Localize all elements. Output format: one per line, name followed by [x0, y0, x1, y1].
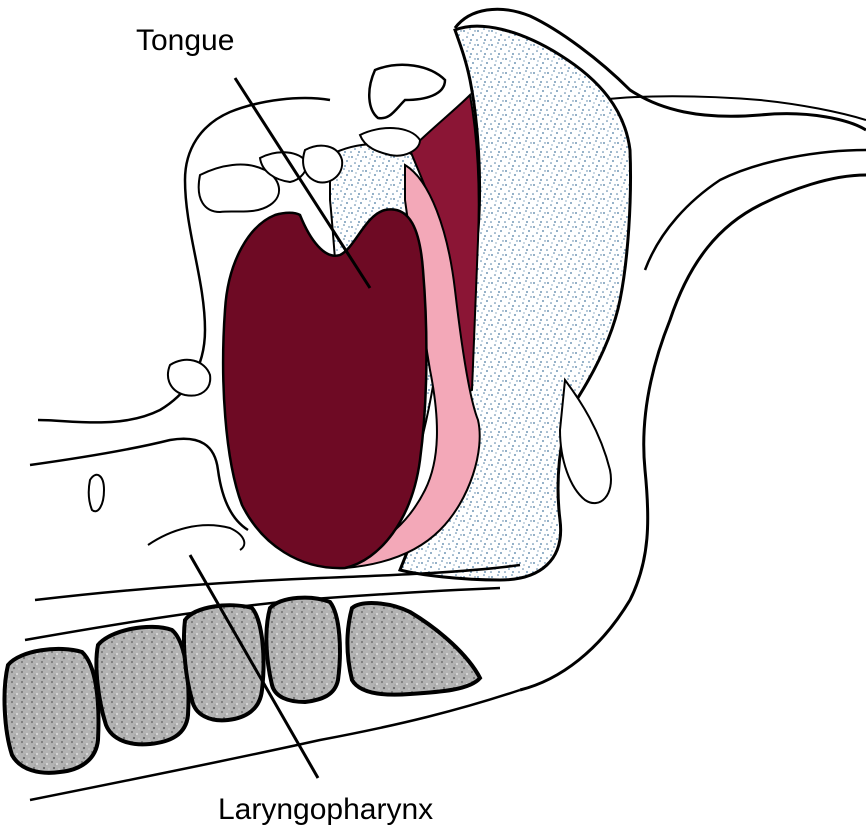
epiglottic-fold: [560, 380, 611, 503]
epiglottis-area: [148, 525, 244, 550]
small-structure-left: [89, 475, 104, 512]
vertebra-4: [266, 598, 340, 702]
vertebra-1: [5, 649, 99, 773]
inner-neck-curve: [645, 150, 866, 270]
vertebra-5: [348, 603, 481, 695]
tongue-tip-shape: [303, 146, 342, 183]
upper-nose-shapes: [369, 65, 445, 118]
vertebra-2: [96, 627, 188, 745]
hyoid-shape: [168, 360, 210, 396]
chin-outline: [30, 439, 248, 530]
laryngopharynx-label: Laryngopharynx: [218, 795, 433, 825]
tongue-label: Tongue: [136, 26, 234, 56]
tongue: [223, 209, 426, 568]
